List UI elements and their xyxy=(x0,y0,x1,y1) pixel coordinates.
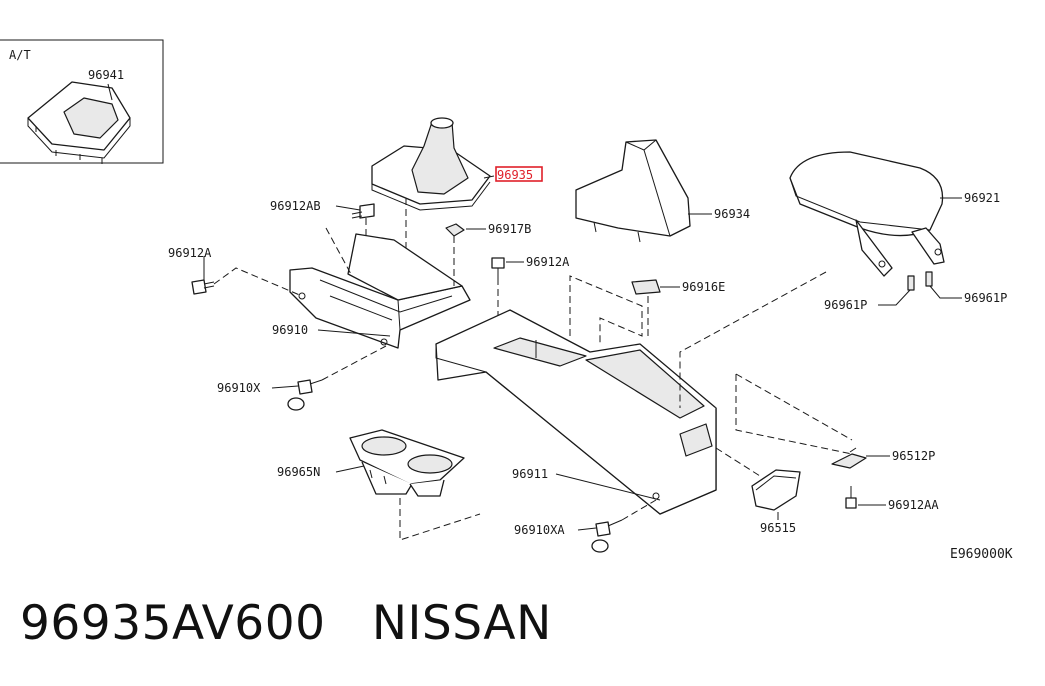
highlight-box xyxy=(495,166,543,182)
label-96512P: 96512P xyxy=(892,449,935,463)
page-title: 96935AV600 NISSAN xyxy=(20,596,552,651)
label-96912AB: 96912AB xyxy=(270,199,321,213)
pins-96961P xyxy=(907,271,933,291)
label-96961P-right: 96961P xyxy=(964,291,1007,305)
armrest-96921 xyxy=(789,151,945,277)
inset-at: A/T 96941 xyxy=(0,39,164,164)
cover-96916E xyxy=(631,279,661,336)
screw-96912A-mid xyxy=(491,257,505,318)
label-96912AA: 96912AA xyxy=(888,498,939,512)
bracket-96512P xyxy=(831,447,867,469)
label-96910: 96910 xyxy=(272,323,308,337)
title-spacer xyxy=(326,596,372,651)
boot-96934 xyxy=(575,139,691,243)
diagram-code: E969000K xyxy=(950,547,1013,562)
label-96912A-left: 96912A xyxy=(168,246,212,260)
clip-96917B xyxy=(445,223,465,286)
shift-plate-opening xyxy=(63,97,119,139)
label-96515: 96515 xyxy=(760,521,796,535)
grommet-96910X xyxy=(287,345,387,411)
screw-96912AA xyxy=(845,486,857,509)
label-96912A-mid: 96912A xyxy=(526,255,570,269)
label-96910X: 96910X xyxy=(217,381,261,395)
brand-name: NISSAN xyxy=(371,596,552,651)
screw-96912A-left xyxy=(191,267,303,297)
label-96917B: 96917B xyxy=(488,222,531,236)
cup-holder-96965N xyxy=(349,429,465,497)
label-96921: 96921 xyxy=(964,191,1000,205)
label-96934: 96934 xyxy=(714,207,750,221)
leader-lines xyxy=(203,197,962,531)
inset-label: A/T xyxy=(9,48,31,62)
lid-96515 xyxy=(751,469,801,511)
label-96910XA: 96910XA xyxy=(514,523,565,537)
label-96916E: 96916E xyxy=(682,280,725,294)
label-96935-highlight: 96935 xyxy=(495,166,543,182)
label-96911: 96911 xyxy=(512,467,548,481)
bracket-96910 xyxy=(289,233,471,349)
label-96965N: 96965N xyxy=(277,465,320,479)
label-96961P-left: 96961P xyxy=(824,298,867,312)
grommet-96910XA xyxy=(591,499,657,553)
label-96941: 96941 xyxy=(88,68,124,82)
label-96935: 96935 xyxy=(497,168,533,182)
console-96911 xyxy=(435,309,717,515)
screw-96912AB xyxy=(351,203,375,219)
shift-boot-96935 xyxy=(371,117,495,211)
part-number: 96935AV600 xyxy=(20,596,326,651)
